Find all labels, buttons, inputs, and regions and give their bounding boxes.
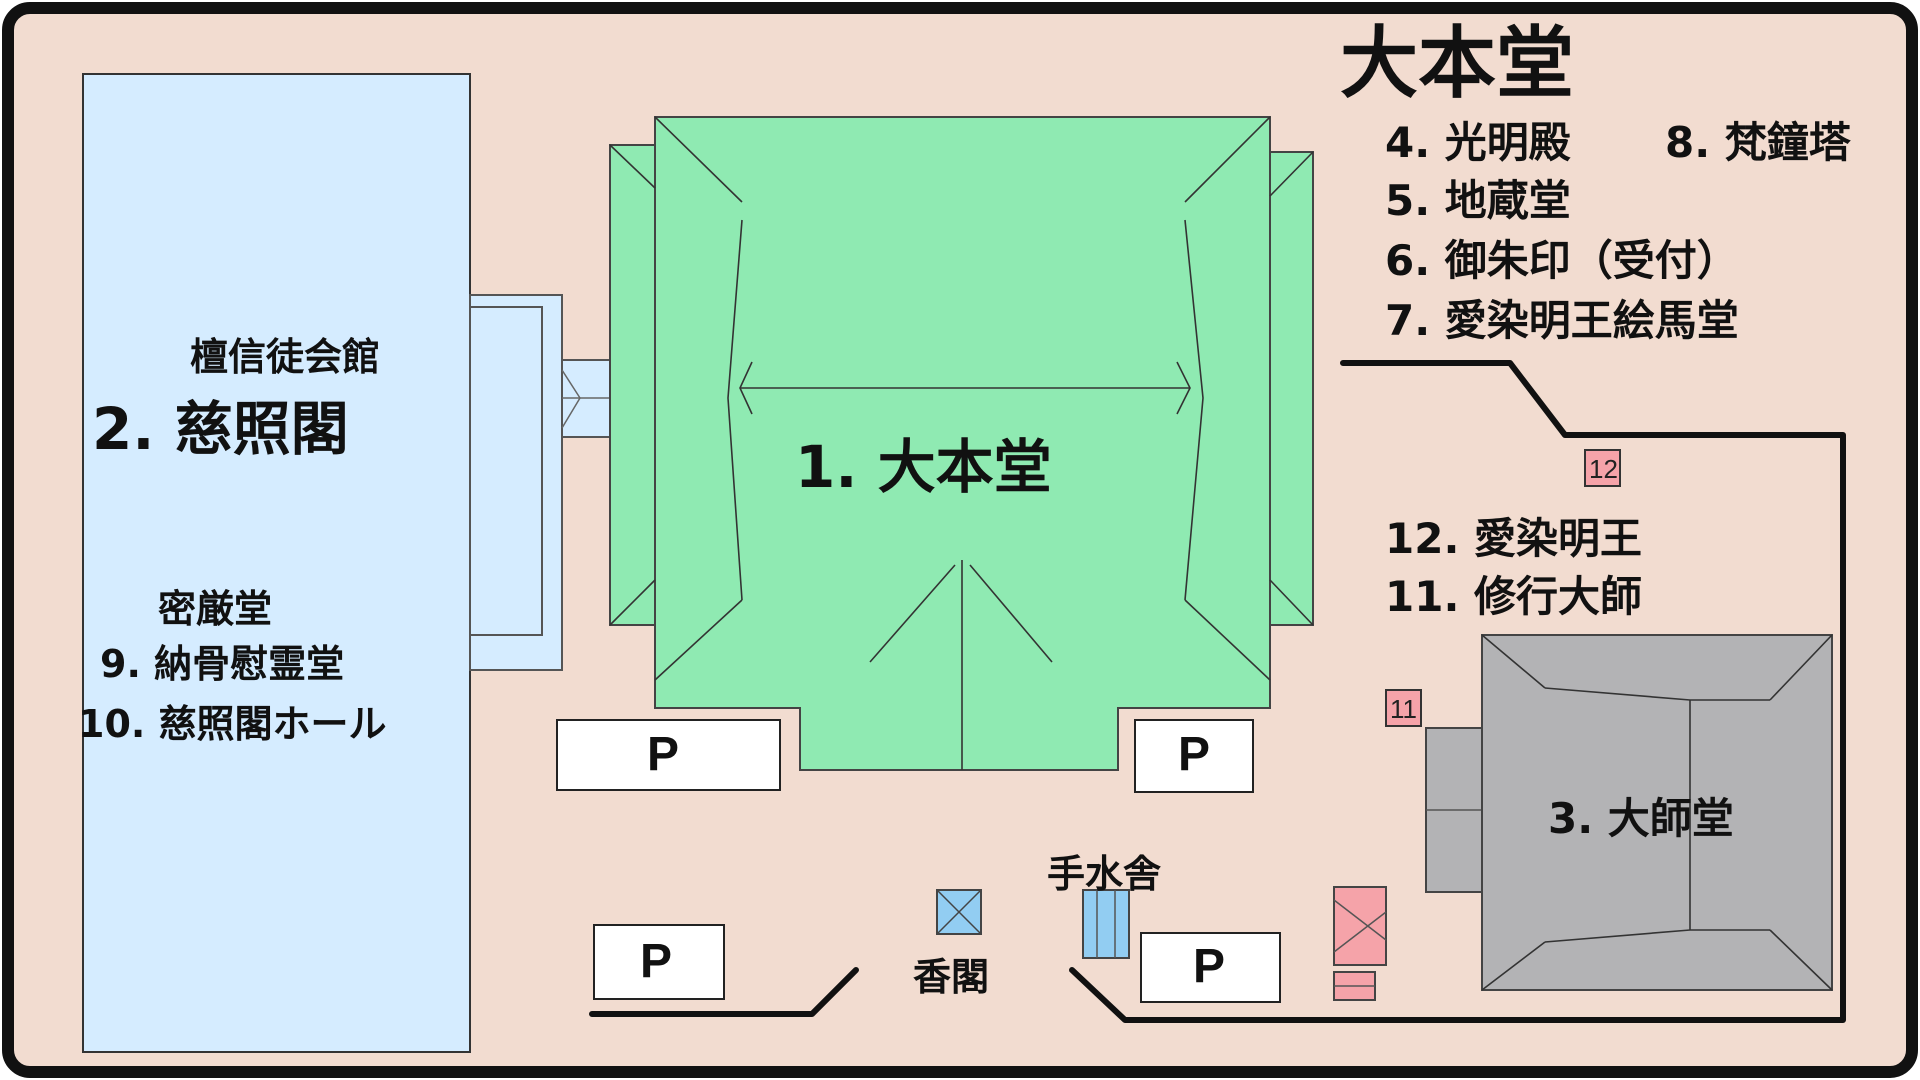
main-hall-wing-right (1269, 151, 1314, 626)
parking-3-label: P (640, 935, 673, 988)
corridor-inner (469, 306, 543, 636)
hall-label: 10. 慈照閣ホール (78, 702, 387, 746)
legend-item-8: 8. 梵鐘塔 (1665, 118, 1851, 167)
daishido-building[interactable] (1481, 634, 1833, 991)
marker-12-box[interactable] (1584, 449, 1621, 487)
nokotsu-label: 9. 納骨慰霊堂 (100, 642, 345, 686)
aizen-label: 12. 愛染明王 (1385, 514, 1643, 563)
temizuya-building[interactable] (1082, 889, 1130, 959)
legend-item-4: 4. 光明殿 (1385, 118, 1571, 167)
daishido-label: 3. 大師堂 (1548, 794, 1734, 843)
jishokaku-sublabel: 檀信徒会館 (190, 335, 381, 379)
path-wall-lower (589, 967, 859, 1017)
pink-shrine-line (1333, 899, 1387, 941)
marker-11-box[interactable] (1385, 689, 1422, 727)
legend-item-7: 7. 愛染明王絵馬堂 (1385, 296, 1739, 345)
main-hall-building[interactable] (654, 116, 1271, 771)
legend-item-5: 5. 地蔵堂 (1385, 176, 1571, 225)
main-hall-label: 1. 大本堂 (795, 433, 1052, 501)
map-title: 大本堂 (1340, 19, 1575, 109)
marker-12-label: 12 (1589, 454, 1618, 484)
jishokaku-building[interactable] (82, 73, 471, 1053)
parking-1-label: P (647, 728, 680, 781)
main-hall-wing-left (609, 144, 656, 626)
parking-4-label: P (1193, 940, 1226, 993)
path-wall-upper (1069, 360, 1846, 1023)
main-hall-roof-lines (609, 116, 1314, 770)
jishokaku-label: 2. 慈照閣 (92, 395, 349, 463)
pink-shrine-upper[interactable] (1333, 886, 1387, 966)
parking-2-label: P (1178, 728, 1211, 781)
legend-item-6: 6. 御朱印（受付） (1385, 236, 1739, 285)
corridor-line (561, 369, 581, 399)
mitsugon-label: 密厳堂 (158, 587, 273, 631)
temizuya-label: 手水舎 (1047, 852, 1162, 896)
corridor-line (561, 397, 581, 429)
parking-3[interactable] (593, 924, 725, 1000)
koukaku-label: 香閣 (913, 955, 990, 999)
pink-shrine-line (1333, 911, 1387, 953)
parking-1[interactable] (556, 719, 781, 791)
parking-4[interactable] (1140, 932, 1281, 1003)
daishido-roof-lines (1481, 634, 1833, 991)
shugyo-label: 11. 修行大師 (1385, 572, 1643, 621)
koukaku-line (936, 889, 982, 935)
parking-2[interactable] (1134, 719, 1254, 793)
marker-11-label: 11 (1390, 694, 1417, 724)
